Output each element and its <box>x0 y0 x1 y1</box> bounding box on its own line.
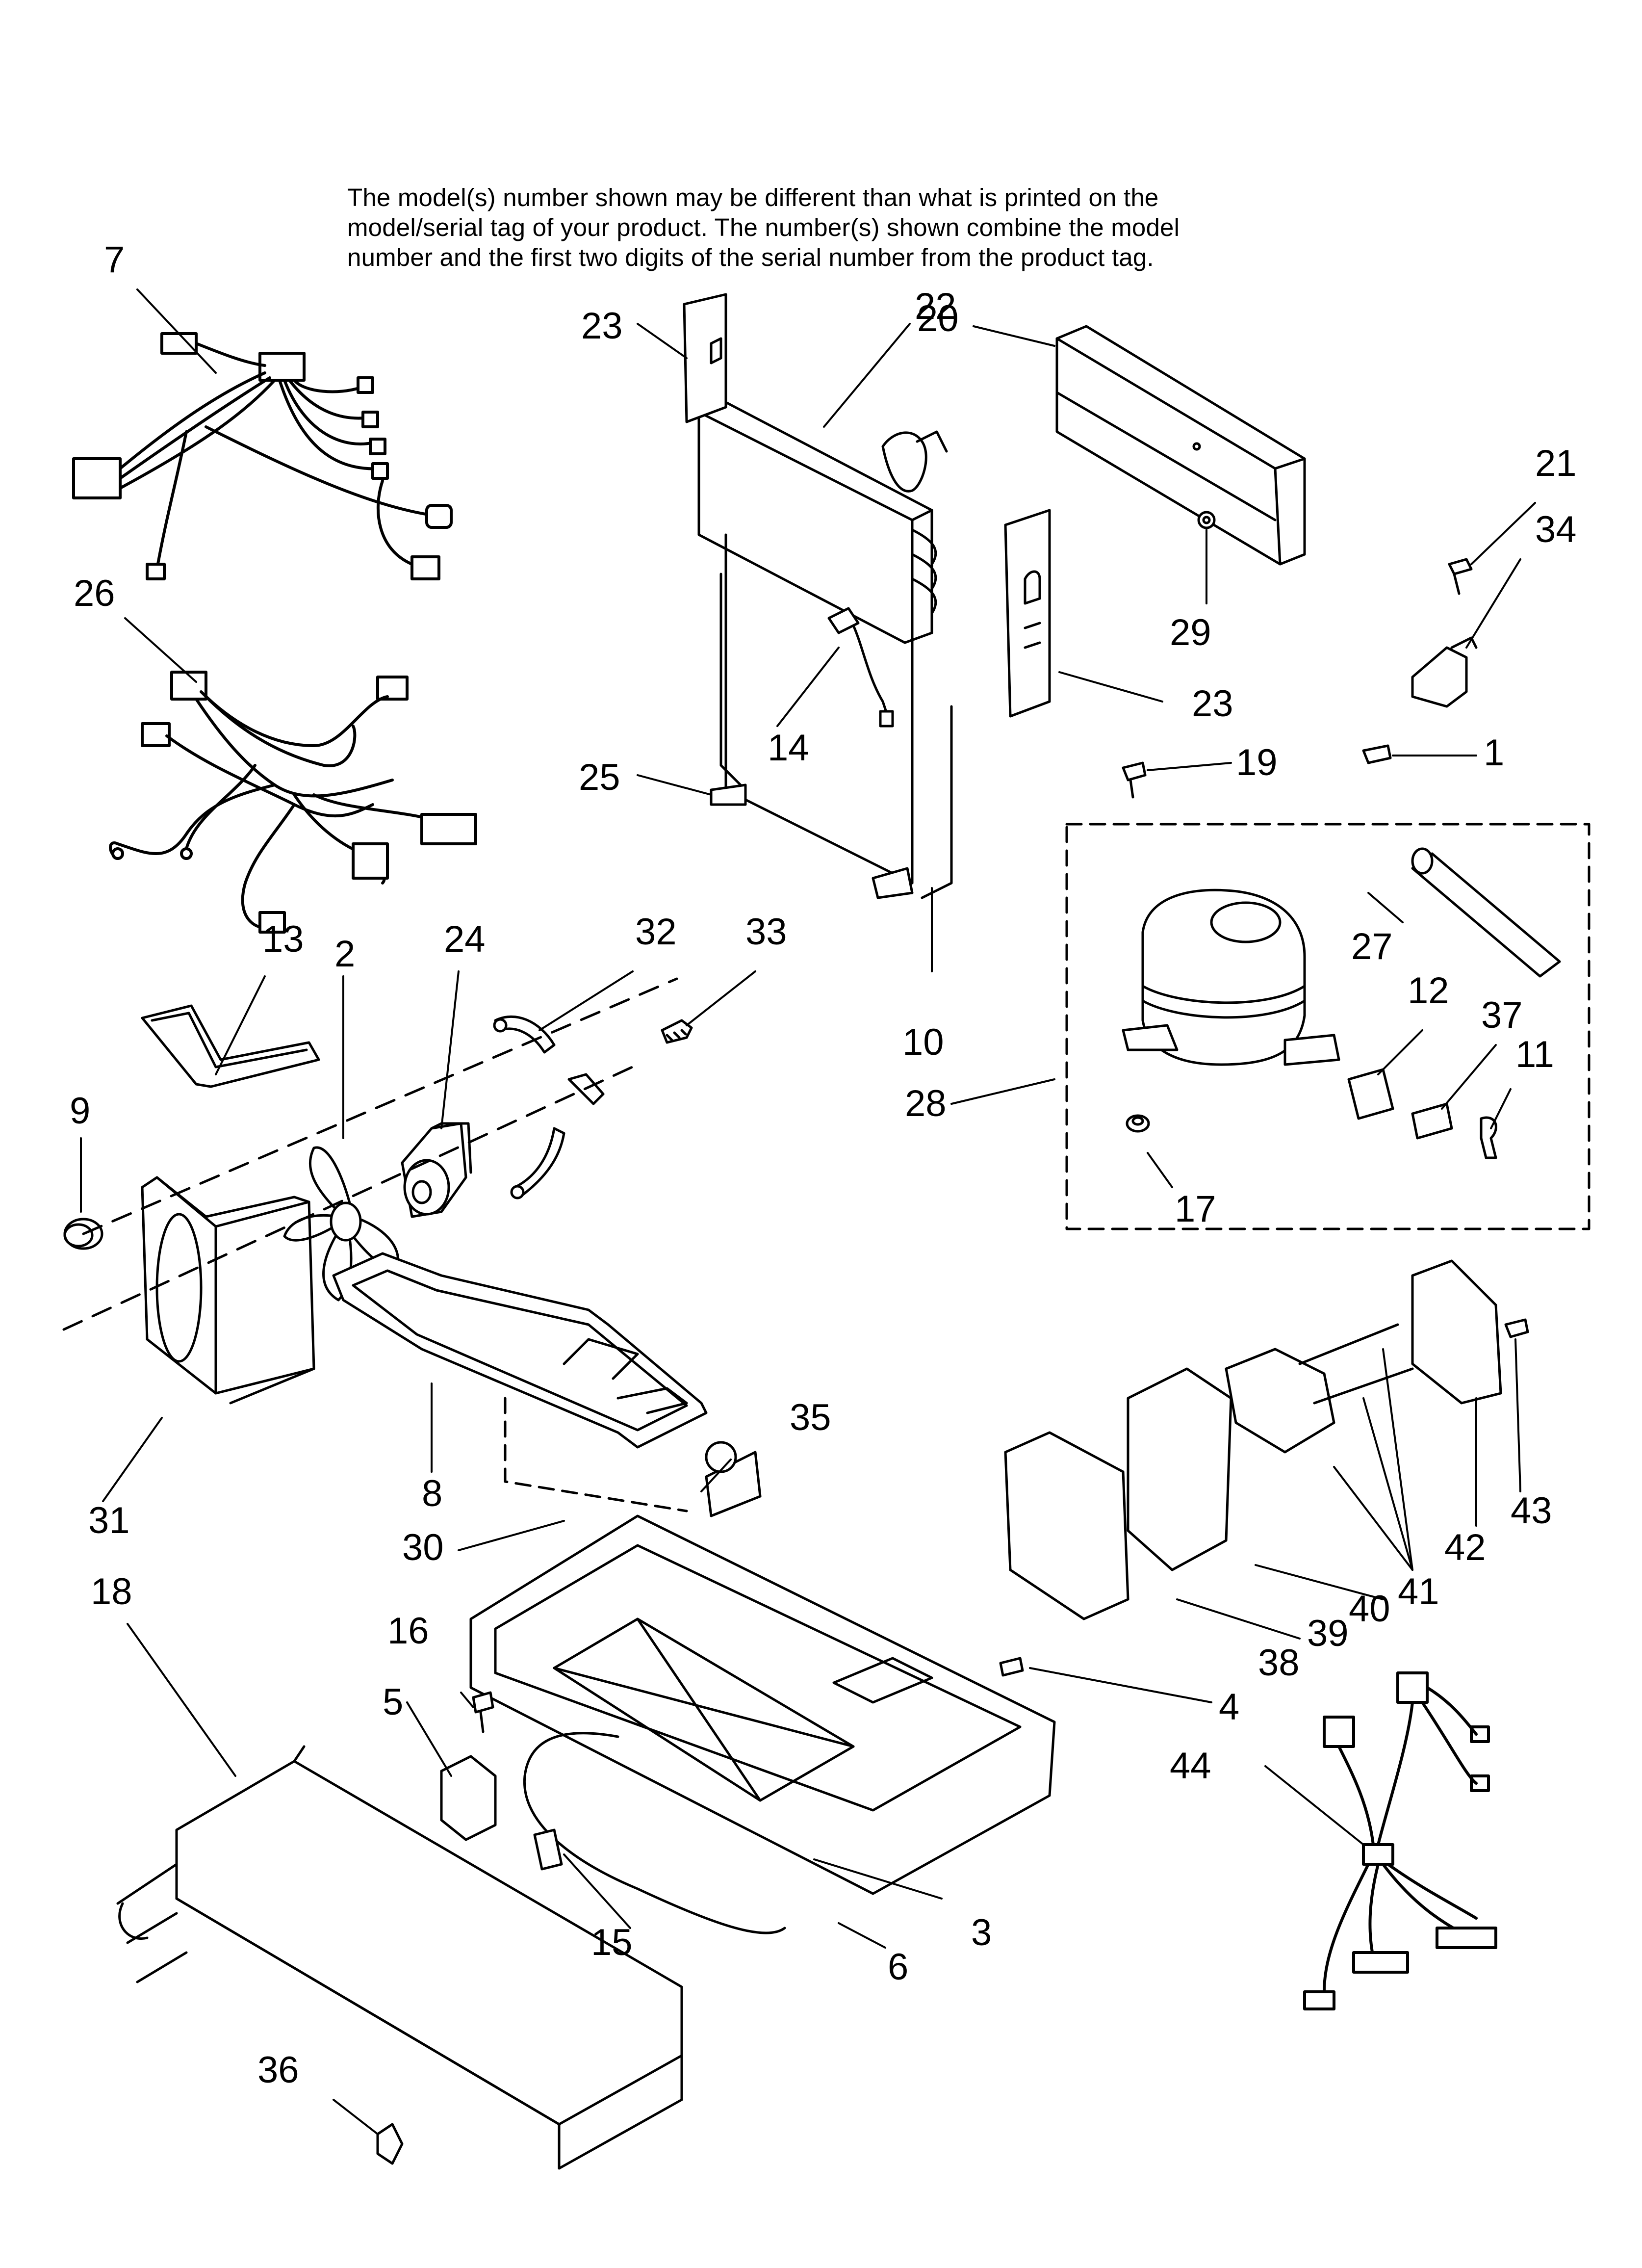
callout-24: 24 <box>444 918 486 960</box>
drier-27 <box>1411 847 1561 978</box>
callout-31: 31 <box>88 1500 130 1541</box>
callout-9: 9 <box>70 1090 90 1132</box>
clip-36 <box>376 2123 404 2165</box>
fan-motor-24 <box>401 1122 472 1218</box>
grommet-17 <box>1126 1114 1150 1133</box>
callout-7: 7 <box>104 239 125 281</box>
screw-19 <box>1122 761 1147 799</box>
callout-5: 5 <box>383 1681 403 1723</box>
start-relay-12 <box>1347 1068 1394 1120</box>
callout-22: 22 <box>915 286 956 327</box>
evaporator-cover-20 <box>1055 325 1306 566</box>
callout-39: 39 <box>1307 1613 1349 1654</box>
control-board-39 <box>1127 1367 1232 1571</box>
callout-34: 34 <box>1535 509 1577 550</box>
callout-26: 26 <box>74 573 115 614</box>
callout-27: 27 <box>1351 926 1393 967</box>
callout-10: 10 <box>902 1021 944 1063</box>
evaporator-22 <box>697 401 948 644</box>
callout-21: 21 <box>1535 443 1577 484</box>
screw-43 <box>1504 1318 1529 1338</box>
wire-harness-44 <box>1303 1671 1497 2010</box>
callout-38: 38 <box>1258 1642 1300 1684</box>
callout-1: 1 <box>1484 732 1504 774</box>
callout-4: 4 <box>1219 1686 1239 1728</box>
condenser-18 <box>116 1745 683 2170</box>
drain-tube-30 <box>504 1397 688 1512</box>
screw-33 <box>661 1019 693 1044</box>
callout-12: 12 <box>1408 970 1449 1012</box>
callout-35: 35 <box>790 1397 831 1438</box>
callout-19: 19 <box>1236 742 1278 783</box>
wire-harness-26 <box>109 671 477 934</box>
callout-33: 33 <box>745 911 787 953</box>
note-line-1: The model(s) number shown may be differe… <box>347 183 1159 211</box>
gasket-13 <box>141 1004 320 1088</box>
callout-2: 2 <box>334 933 355 975</box>
callout-43: 43 <box>1511 1490 1552 1532</box>
callout-11: 11 <box>1515 1034 1554 1075</box>
callout-17: 17 <box>1175 1188 1216 1230</box>
callout-8: 8 <box>422 1473 442 1514</box>
callout-20: 20 <box>917 298 959 339</box>
callout-37: 37 <box>1481 994 1523 1036</box>
evaporator-bracket-23-right <box>1004 509 1051 718</box>
callout-6: 6 <box>888 1946 908 1988</box>
bracket-42 <box>1411 1259 1502 1405</box>
callout-25: 25 <box>579 756 620 798</box>
control-housing-38 <box>1004 1431 1129 1620</box>
compressor <box>1122 888 1340 1066</box>
callout-29: 29 <box>1170 612 1211 653</box>
evaporator-bracket-23-left <box>683 293 727 423</box>
callout-28: 28 <box>905 1083 947 1124</box>
note-line-3: number and the first two digits of the s… <box>347 243 1154 271</box>
callout-labels: 1 2 3 4 5 6 7 8 9 10 11 12 13 14 15 16 1… <box>70 239 1577 2091</box>
base-pan-3 <box>469 1441 1056 1895</box>
screw-4 <box>999 1657 1024 1677</box>
sleeve-15 <box>533 1828 563 1871</box>
screw-1 <box>1362 744 1392 764</box>
callout-14: 14 <box>768 727 809 769</box>
screw-21 <box>1448 558 1473 595</box>
condenser-bracket-5 <box>440 1755 497 1841</box>
drain-tube-6 <box>523 1732 786 1934</box>
callout-42: 42 <box>1444 1527 1486 1568</box>
note-line-2: model/serial tag of your product. The nu… <box>347 213 1180 241</box>
fan-shroud-31 <box>141 1176 315 1405</box>
leader-lines <box>80 288 1536 2135</box>
drain-pan-8 <box>332 1252 708 1449</box>
screw-29 <box>1197 511 1216 529</box>
callout-3: 3 <box>971 1912 992 1954</box>
callout-23a: 23 <box>581 305 623 347</box>
callout-32: 32 <box>635 911 677 953</box>
screws-41 <box>1298 1323 1414 1405</box>
wire-harness-7 <box>72 332 453 580</box>
callout-18: 18 <box>91 1571 132 1613</box>
callout-40: 40 <box>1349 1588 1390 1630</box>
callout-41: 41 <box>1398 1571 1439 1613</box>
motor-mount-32 <box>493 1015 605 1199</box>
callout-30: 30 <box>402 1527 444 1568</box>
callout-23b: 23 <box>1192 683 1233 725</box>
thermistor-14 <box>827 607 894 728</box>
callout-15: 15 <box>591 1922 633 1963</box>
relay-bracket-40 <box>1225 1348 1335 1454</box>
model-number-note: The model(s) number shown may be differe… <box>347 182 1475 272</box>
screw-16 <box>472 1691 494 1733</box>
callout-36: 36 <box>257 2049 299 2091</box>
callout-13: 13 <box>262 918 304 960</box>
callout-16: 16 <box>387 1610 429 1652</box>
callout-44: 44 <box>1170 1745 1211 1787</box>
compressor-kit-box-28 <box>1065 823 1591 1230</box>
fan-axis-line <box>62 977 678 1331</box>
plug-9 <box>63 1218 103 1250</box>
capacitor-37 <box>1411 1102 1453 1140</box>
